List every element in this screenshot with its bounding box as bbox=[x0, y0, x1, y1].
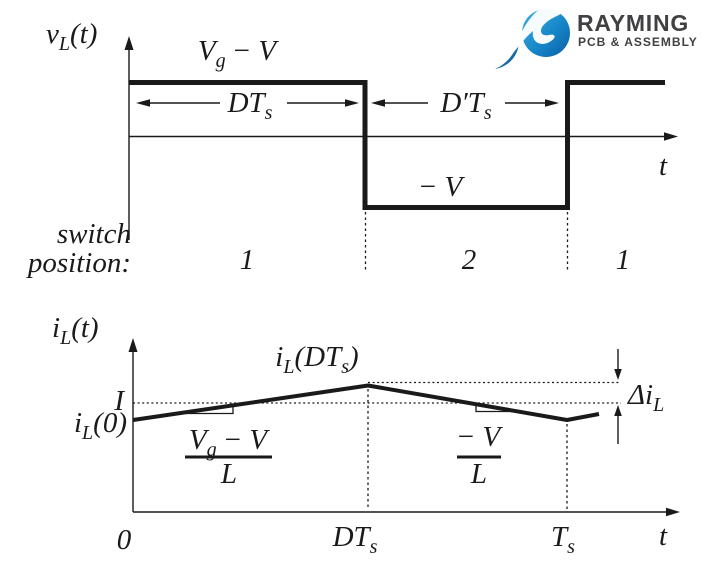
vg-minus-v-label: Vg − V bbox=[198, 35, 280, 72]
peak-sub2: s bbox=[341, 356, 349, 378]
inductor-voltage-waveform: vL(t) Vg− V DTs D′Ts − V t bbox=[46, 18, 678, 272]
t-axis-arrow-icon-bottom bbox=[666, 507, 680, 517]
slope-triangle-rising bbox=[176, 405, 234, 415]
avg-current-label: I bbox=[113, 385, 125, 417]
tick-ts: Ts bbox=[551, 521, 575, 558]
ripple-arrow-up-icon bbox=[614, 405, 622, 416]
il0-main: i bbox=[74, 407, 82, 439]
vg-rest: − V bbox=[232, 35, 280, 67]
dts-arrow-left-icon bbox=[136, 99, 150, 107]
tick-dts-main: DT bbox=[332, 521, 372, 553]
vg-main: V bbox=[198, 35, 219, 67]
ripple-arrow-down-icon bbox=[614, 369, 622, 380]
dts-sub: s bbox=[265, 102, 273, 124]
peak-rest: (DT bbox=[294, 341, 343, 373]
slope1-num-sub: g bbox=[207, 439, 217, 461]
dpts-arrow-left-icon bbox=[371, 99, 385, 107]
t-axis-arrow-icon-top bbox=[664, 132, 678, 141]
switch-position-row: switch position: 1 2 1 bbox=[26, 218, 630, 279]
il-axis-label: iL(t) bbox=[52, 312, 99, 349]
neg-v-label: − V bbox=[418, 171, 466, 203]
switch-segment-3: 1 bbox=[616, 244, 631, 276]
logo-swoosh-tail-icon bbox=[495, 41, 519, 69]
logo-tagline: PCB & ASSEMBLY bbox=[578, 35, 698, 49]
vl-axis-label: vL(t) bbox=[46, 18, 97, 55]
il-axis-rest: (t) bbox=[71, 312, 98, 344]
tick-dts-sub: s bbox=[370, 536, 378, 558]
ripple-label: ΔiL bbox=[627, 379, 664, 416]
voltage-waveform-path bbox=[129, 80, 665, 210]
dts-arrow-right-icon bbox=[345, 99, 359, 107]
v-axis-arrow-icon bbox=[124, 36, 134, 50]
inductor-current-waveform: iL(t) I iL(0) iL(DTs) Vg− V L − V L ΔiL … bbox=[52, 312, 680, 558]
ripple-main: Δi bbox=[627, 379, 653, 411]
i-axis-arrow-icon bbox=[128, 338, 138, 352]
dts-interval-label: DTs bbox=[227, 87, 273, 124]
switch-segment-2: 2 bbox=[462, 244, 477, 276]
slope1-num-main: V bbox=[189, 424, 210, 456]
switch-caption-line1: switch bbox=[57, 218, 131, 250]
peak-current-label: iL(DTs) bbox=[275, 341, 358, 378]
vl-axis-label-rest: (t) bbox=[70, 18, 97, 50]
peak-sub: L bbox=[282, 356, 294, 378]
dprime-ts-interval-label: D′Ts bbox=[439, 87, 491, 124]
slope-triangle-falling bbox=[475, 404, 517, 413]
t-axis-label-top: t bbox=[659, 150, 668, 182]
initial-current-label: iL(0) bbox=[74, 407, 127, 444]
rayming-logo: RAYMING PCB & ASSEMBLY bbox=[495, 3, 698, 69]
rising-slope-numerator: Vg − V bbox=[189, 424, 271, 461]
tick-origin: 0 bbox=[117, 524, 132, 556]
logo-swoosh-icon bbox=[506, 3, 565, 60]
vg-sub: g bbox=[216, 50, 226, 72]
falling-slope-numerator: − V bbox=[456, 421, 504, 453]
il-axis-main: i bbox=[52, 312, 60, 344]
dts-main: DT bbox=[227, 87, 267, 119]
peak-main: i bbox=[275, 341, 283, 373]
ripple-sub: L bbox=[652, 394, 664, 416]
il0-sub: L bbox=[81, 422, 93, 444]
il-axis-sub: L bbox=[59, 327, 71, 349]
t-axis-label-bottom: t bbox=[659, 520, 668, 552]
tick-dts: DTs bbox=[332, 521, 378, 558]
tick-ts-main: T bbox=[551, 521, 569, 553]
peak-rest2: ) bbox=[347, 341, 359, 373]
vl-axis-label-main: v bbox=[46, 18, 59, 50]
switch-segment-1: 1 bbox=[240, 244, 255, 276]
rising-slope-denominator: L bbox=[220, 458, 237, 490]
dpts-main: D′T bbox=[439, 87, 485, 119]
il0-rest: (0) bbox=[93, 407, 127, 439]
current-waveform-path bbox=[132, 383, 600, 422]
dpts-arrow-right-icon bbox=[545, 99, 559, 107]
falling-slope-denominator: L bbox=[470, 458, 487, 490]
logo-brand-name: RAYMING bbox=[577, 10, 689, 36]
dpts-sub: s bbox=[484, 102, 492, 124]
vl-axis-label-sub: L bbox=[58, 33, 70, 55]
switch-caption-line2: position: bbox=[26, 247, 131, 279]
tick-ts-sub: s bbox=[567, 536, 575, 558]
slope1-num-rest: − V bbox=[223, 424, 271, 456]
